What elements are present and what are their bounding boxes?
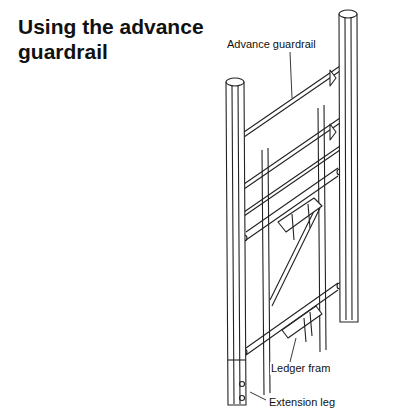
part-label: Advance guardrail [226, 38, 317, 51]
title: Using the advance guardrail [18, 14, 208, 64]
right-post [339, 10, 358, 322]
ledger-frame [241, 105, 343, 395]
leader-line [250, 52, 296, 400]
part-label: Ledger fram [270, 362, 331, 375]
part-label: Extension leg [268, 396, 336, 409]
extension-leg [226, 78, 246, 405]
